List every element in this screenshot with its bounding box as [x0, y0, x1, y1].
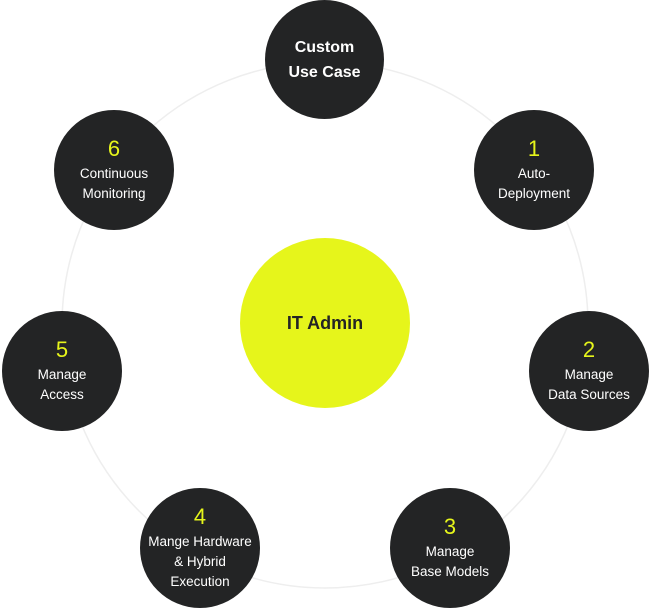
node-1: 1 Auto- Deployment: [474, 110, 594, 230]
node-3-label: Manage Base Models: [410, 544, 490, 579]
node-custom-use-case: Custom Use Case: [265, 0, 384, 119]
node-4-label: Mange Hardware & Hybrid Execution: [148, 534, 252, 589]
node-5: 5 Manage Access: [2, 311, 122, 431]
node-2-number: 2: [582, 337, 596, 362]
node-5-label: Manage Access: [37, 367, 87, 402]
node-3-number: 3: [443, 514, 457, 539]
node-custom-use-case-label: Custom Use Case: [288, 38, 361, 81]
node-6: 6 Continuous Monitoring: [54, 110, 174, 230]
node-3: 3 Manage Base Models: [390, 488, 510, 608]
node-4-number: 4: [193, 504, 207, 529]
node-2: 2 Manage Data Sources: [529, 311, 649, 431]
node-6-label: Continuous Monitoring: [79, 166, 149, 201]
node-5-number: 5: [55, 337, 69, 362]
node-6-number: 6: [107, 136, 121, 161]
center-label: IT Admin: [286, 312, 364, 333]
node-2-label: Manage Data Sources: [548, 367, 630, 402]
node-1-label: Auto- Deployment: [497, 166, 571, 201]
center-node: IT Admin: [240, 238, 410, 408]
node-1-number: 1: [527, 136, 541, 161]
node-4: 4 Mange Hardware & Hybrid Execution: [140, 488, 260, 608]
